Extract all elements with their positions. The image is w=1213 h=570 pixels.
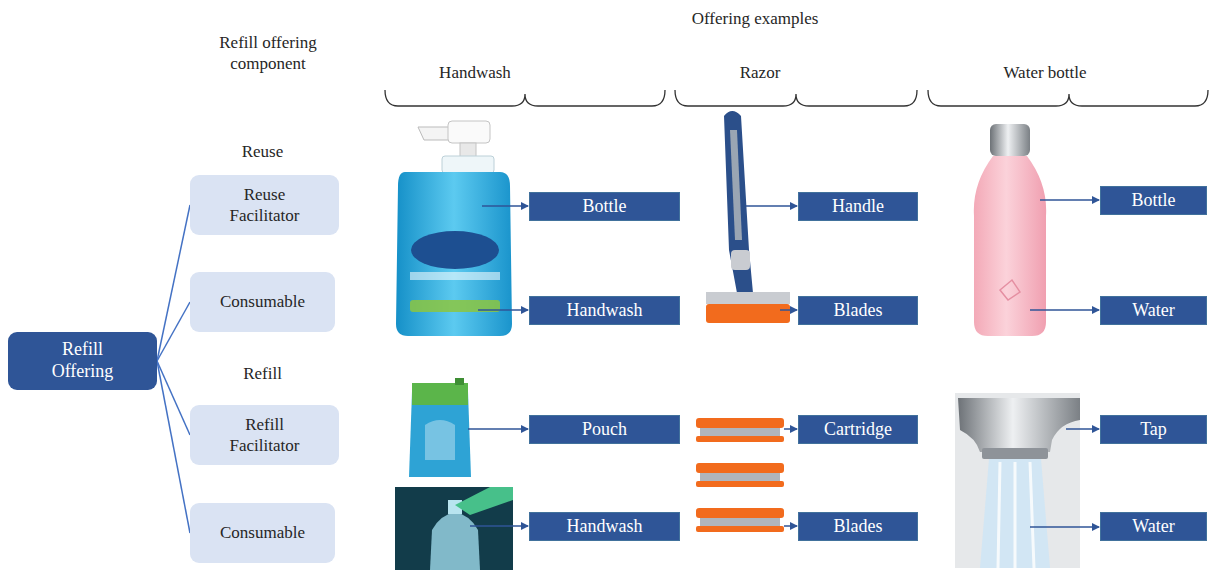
node-text: Blades	[834, 301, 883, 321]
column-heading: Water bottle	[980, 62, 1110, 83]
component-box: Consumable	[190, 503, 335, 563]
part-tag: Handwash	[529, 512, 680, 541]
column-braces	[385, 90, 1208, 106]
branch-connector	[157, 205, 190, 361]
part-tag: Cartridge	[798, 415, 918, 444]
part-tag: Tap	[1100, 415, 1207, 444]
node-text: Blades	[834, 517, 883, 537]
part-tag: Bottle	[1100, 186, 1207, 215]
part-tag: Handle	[798, 192, 918, 221]
component-box: Refill Facilitator	[190, 405, 339, 465]
part-tag: Handwash	[529, 296, 680, 325]
node-text: Cartridge	[824, 420, 892, 440]
node-text: Pouch	[582, 420, 627, 440]
root-box: Refill Offering	[8, 332, 157, 390]
node-text: Handwash	[567, 301, 643, 321]
column-heading: Razor	[710, 62, 810, 83]
node-text: Consumable	[220, 522, 305, 543]
part-tag: Pouch	[529, 415, 680, 444]
branch-connector	[157, 361, 190, 533]
soap-bottle	[396, 121, 512, 336]
group-heading: Reuse	[190, 141, 335, 162]
node-text: Bottle	[583, 197, 627, 217]
column-heading: Handwash	[420, 62, 530, 83]
part-tag: Blades	[798, 512, 918, 541]
razor-cartridges	[696, 418, 784, 532]
node-text: Tap	[1140, 420, 1167, 440]
part-tag: Water	[1100, 296, 1207, 325]
node-text: Water	[1132, 301, 1175, 321]
water-bottle	[974, 124, 1046, 336]
node-text: Refill Offering	[30, 339, 135, 382]
node-text: Water	[1132, 517, 1175, 537]
water-tap	[955, 393, 1080, 568]
part-tag: Bottle	[529, 192, 680, 221]
leader-arrows	[468, 200, 1099, 527]
part-tag: Water	[1100, 512, 1207, 541]
node-text: Reuse Facilitator	[214, 184, 315, 227]
razor	[706, 111, 790, 323]
component-box: Reuse Facilitator	[190, 175, 339, 235]
node-text: Consumable	[220, 291, 305, 312]
diagram-title: Offering examples	[590, 8, 920, 29]
part-tag: Blades	[798, 296, 918, 325]
node-text: Refill Facilitator	[214, 414, 315, 457]
branch-connector	[157, 302, 190, 361]
group-heading: Refill	[190, 363, 335, 384]
refill-pouch	[409, 378, 471, 477]
axis-heading: Refill offering component	[188, 32, 348, 75]
node-text: Bottle	[1132, 191, 1176, 211]
node-text: Handle	[832, 197, 884, 217]
node-text: Handwash	[567, 517, 643, 537]
refill-pouring	[395, 487, 513, 570]
component-box: Consumable	[190, 272, 335, 332]
branch-connector	[157, 361, 190, 435]
